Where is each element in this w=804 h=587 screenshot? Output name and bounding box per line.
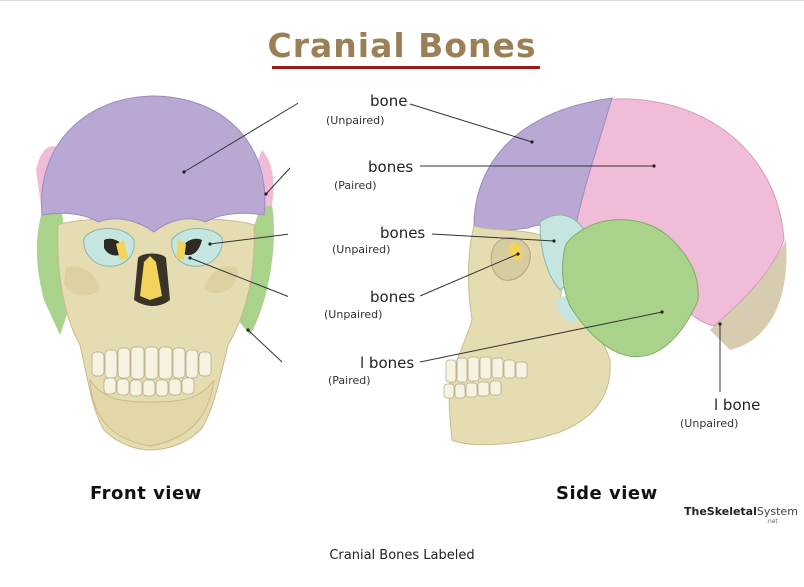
side-ethmoid xyxy=(509,242,523,260)
side-view-title: Side view xyxy=(556,483,658,504)
brand-thin: System xyxy=(756,505,798,518)
label-mask-5 xyxy=(282,352,360,374)
title-underline xyxy=(272,66,540,69)
brand-bold: TheSkeletal xyxy=(684,505,757,518)
front-frontal-bone xyxy=(40,95,266,233)
side-teeth xyxy=(443,356,528,399)
front-orbit-right-shadow xyxy=(180,238,202,256)
side-temporal-bone xyxy=(562,219,699,358)
label-ethmoid-sub: (Unpaired) xyxy=(332,243,391,256)
label-mask-4 xyxy=(288,286,368,308)
label-mask-6 xyxy=(648,392,726,406)
label-temporal: l bones xyxy=(360,354,415,372)
front-nasal-ethmoid xyxy=(140,256,162,300)
front-cheek-right xyxy=(204,266,239,294)
label-sphenoid: bones xyxy=(370,288,416,306)
label-sphenoid-sub: (Unpaired) xyxy=(324,308,383,321)
front-skull xyxy=(36,95,274,451)
side-skull xyxy=(443,97,787,446)
label-occipital: l bone xyxy=(714,396,761,414)
front-ethmoid-left xyxy=(116,240,128,260)
label-ethmoid: bones xyxy=(380,224,426,242)
front-cheek-left xyxy=(64,266,100,296)
label-frontal-sub: (Unpaired) xyxy=(326,114,385,127)
label-mask-3 xyxy=(288,222,378,244)
brand-logo: TheSkeletalSystem xyxy=(684,505,798,518)
image-caption: Cranial Bones Labeled xyxy=(329,548,475,563)
label-mask-2 xyxy=(290,156,366,178)
front-teeth xyxy=(91,346,212,397)
brand-suffix: .net xyxy=(766,518,778,525)
label-parietal: bones xyxy=(368,158,414,176)
front-view-title: Front view xyxy=(90,483,202,504)
label-occipital-sub: (Unpaired) xyxy=(680,417,739,430)
side-occipital-bone xyxy=(710,240,787,350)
diagram-title: Cranial Bones xyxy=(267,26,537,65)
label-frontal: bone xyxy=(370,92,408,110)
leader-lines xyxy=(183,101,721,396)
label-temporal-sub: (Paired) xyxy=(328,374,371,387)
label-parietal-sub: (Paired) xyxy=(334,179,377,192)
front-ethmoid-right xyxy=(176,240,186,260)
leader-dots xyxy=(182,140,722,332)
front-mandible xyxy=(89,378,215,447)
label-mask-1 xyxy=(298,90,370,112)
